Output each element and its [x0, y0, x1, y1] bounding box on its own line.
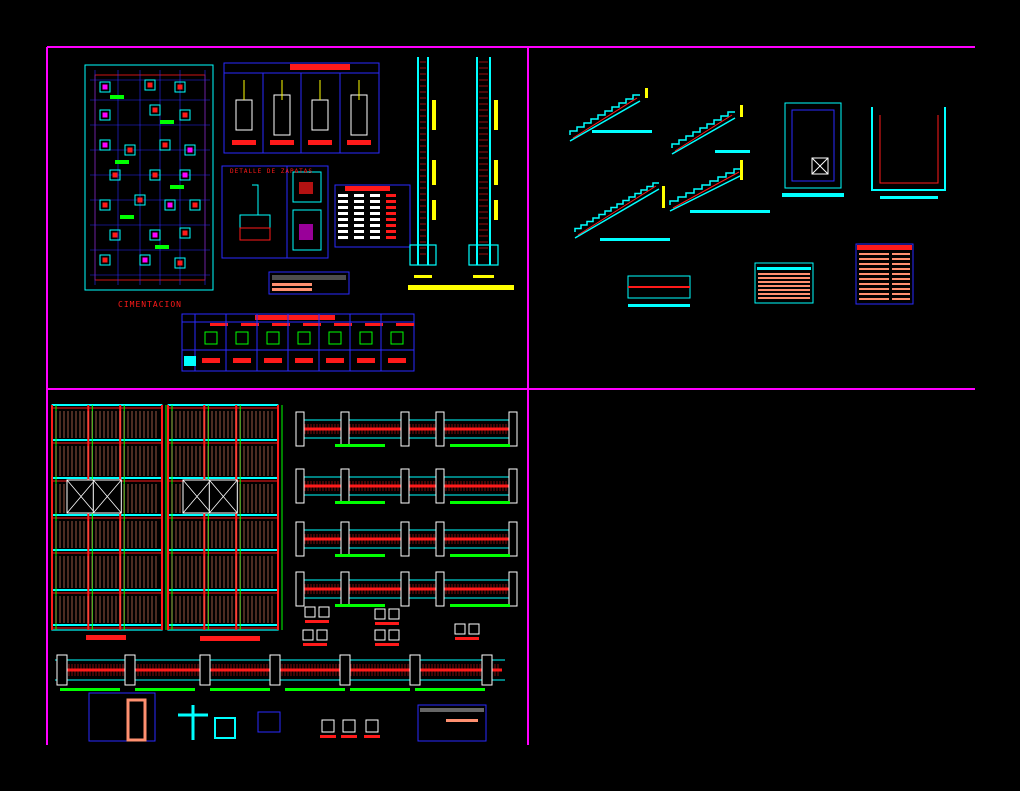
foundation-plan-title: CIMENTACION	[118, 300, 182, 309]
schedule-table	[334, 184, 411, 248]
foundation-plan	[84, 64, 214, 291]
bottom-details	[55, 654, 505, 742]
footing-details-panel	[223, 62, 380, 154]
beam-elevations	[295, 411, 518, 646]
stair-details	[569, 88, 946, 307]
sheet-frame	[46, 46, 975, 745]
zapata-detail-box	[221, 165, 329, 259]
column-schedule	[181, 313, 415, 372]
legend-box-1	[268, 271, 350, 295]
framing-plans	[51, 404, 283, 641]
footing-details-title: DETALLE DE ZAPATAS	[230, 168, 314, 175]
wall-sections	[408, 57, 514, 290]
